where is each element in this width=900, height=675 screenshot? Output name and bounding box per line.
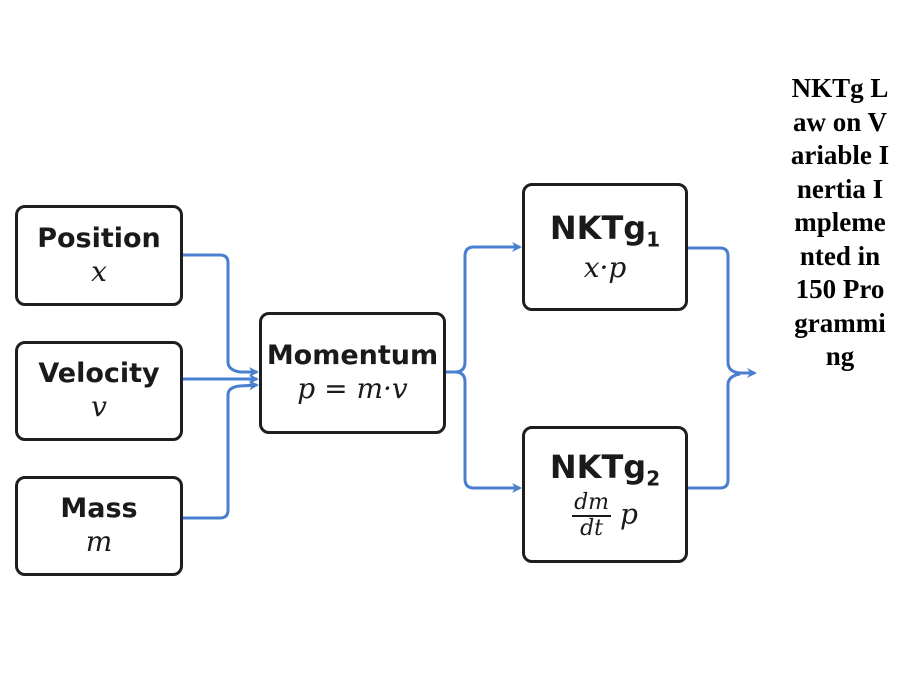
arrow-momentum-to-nktg1: [445, 242, 522, 374]
arrow-position-to-momentum: [182, 253, 259, 377]
node-formula: p = m·v: [297, 372, 408, 405]
node-mass: Mass m: [15, 476, 183, 576]
node-label: Momentum: [266, 340, 439, 371]
node-position: Position x: [15, 205, 183, 306]
node-symbol: m: [85, 525, 113, 558]
node-label: Position: [37, 222, 161, 254]
node-symbol: x: [91, 254, 107, 288]
node-label: Velocity: [38, 358, 160, 389]
node-momentum: Momentum p = m·v: [259, 312, 446, 434]
node-symbol: v: [91, 390, 107, 423]
node-velocity: Velocity v: [15, 341, 183, 441]
arrow-mass-to-momentum: [182, 380, 259, 520]
diagram-title: NKTg Law on Variable Inertia Implemented…: [790, 73, 890, 371]
node-formula: x·p: [583, 251, 627, 285]
node-label: NKTg1: [549, 208, 661, 252]
arrow-nktg2-to-title: [687, 372, 741, 490]
node-nktg1: NKTg1 x·p: [522, 183, 688, 311]
arrow-momentum-to-nktg2: [454, 370, 522, 493]
node-label: NKTg2: [549, 448, 661, 491]
node-label: Mass: [60, 493, 138, 524]
arrow-nktg1-to-title: [687, 246, 757, 378]
